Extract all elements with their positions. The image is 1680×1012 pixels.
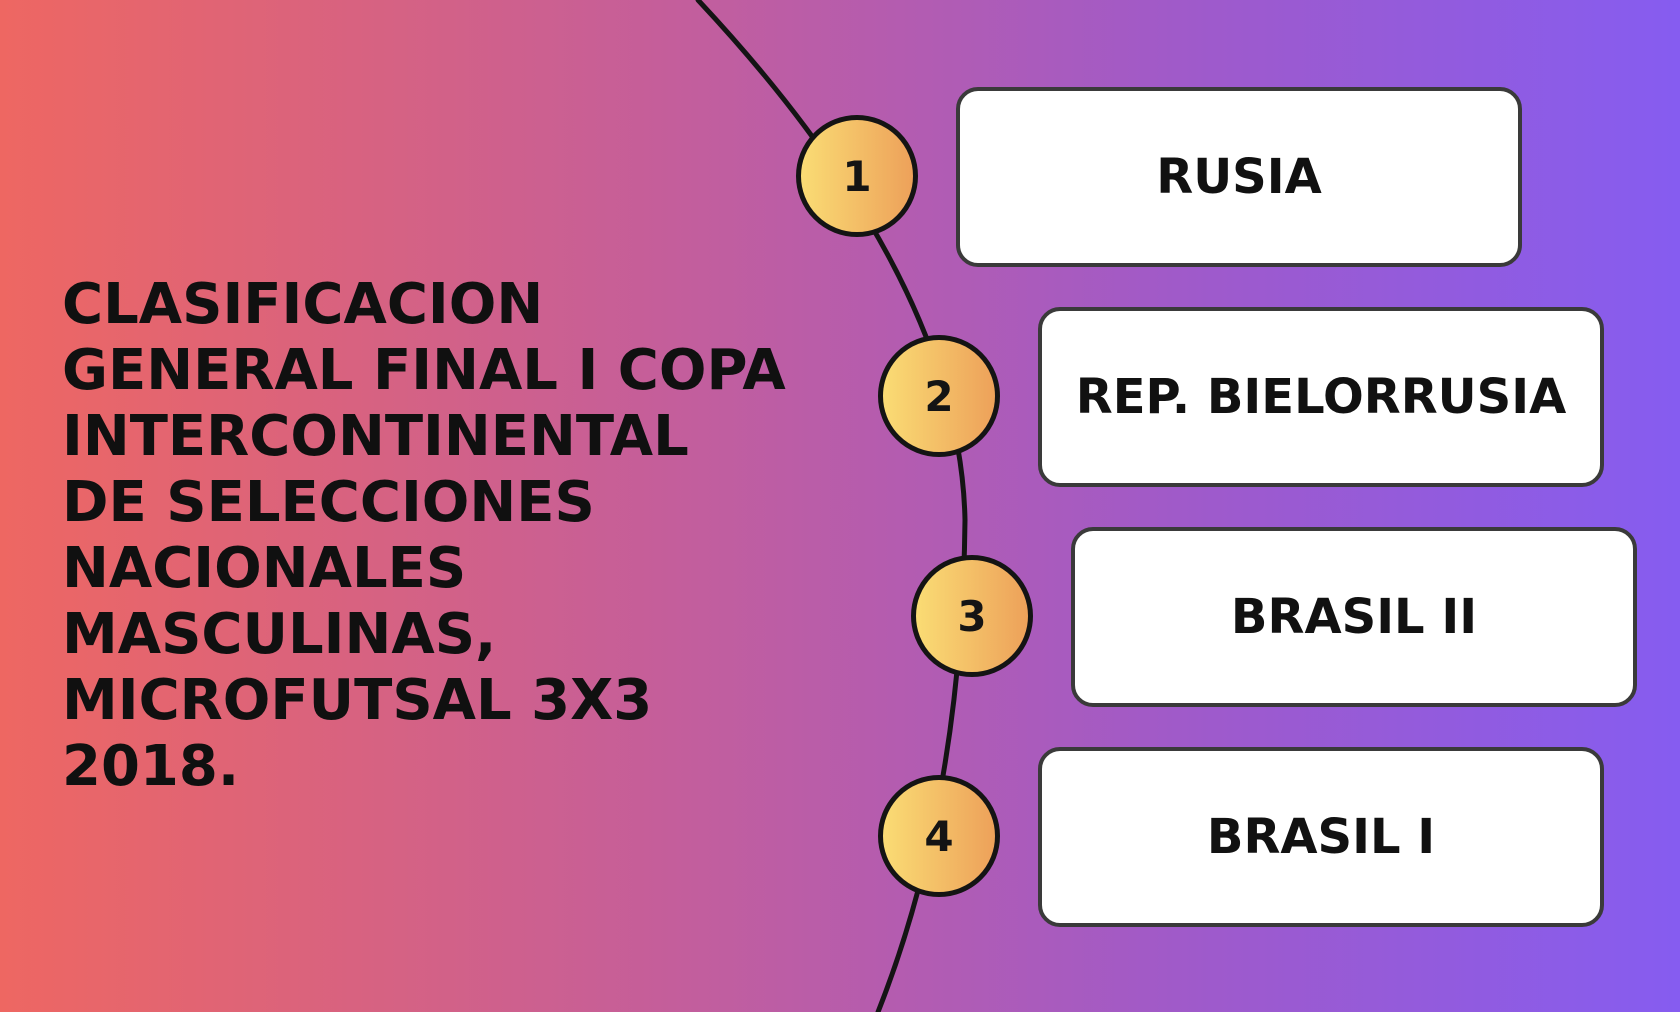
team-box-1: RUSIA bbox=[956, 87, 1522, 267]
title-line: INTERCONTINENTAL bbox=[62, 404, 689, 469]
team-box-4: BRASIL I bbox=[1038, 747, 1604, 927]
infographic-title: CLASIFICACION GENERAL FINAL I COPA INTER… bbox=[62, 272, 842, 800]
rank-badge-4: 4 bbox=[878, 775, 1000, 897]
title-line: GENERAL FINAL I COPA bbox=[62, 338, 786, 403]
team-box-3: BRASIL II bbox=[1071, 527, 1637, 707]
team-box-2: REP. BIELORRUSIA bbox=[1038, 307, 1604, 487]
title-line: MASCULINAS, bbox=[62, 602, 497, 667]
rank-badge-2: 2 bbox=[878, 335, 1000, 457]
rank-badge-3: 3 bbox=[911, 555, 1033, 677]
title-line: CLASIFICACION bbox=[62, 272, 544, 337]
title-line: MICROFUTSAL 3X3 bbox=[62, 668, 653, 733]
title-line: DE SELECCIONES bbox=[62, 470, 595, 535]
rank-badge-1: 1 bbox=[796, 115, 918, 237]
title-line: NACIONALES bbox=[62, 536, 467, 601]
title-line: 2018. bbox=[62, 734, 240, 799]
